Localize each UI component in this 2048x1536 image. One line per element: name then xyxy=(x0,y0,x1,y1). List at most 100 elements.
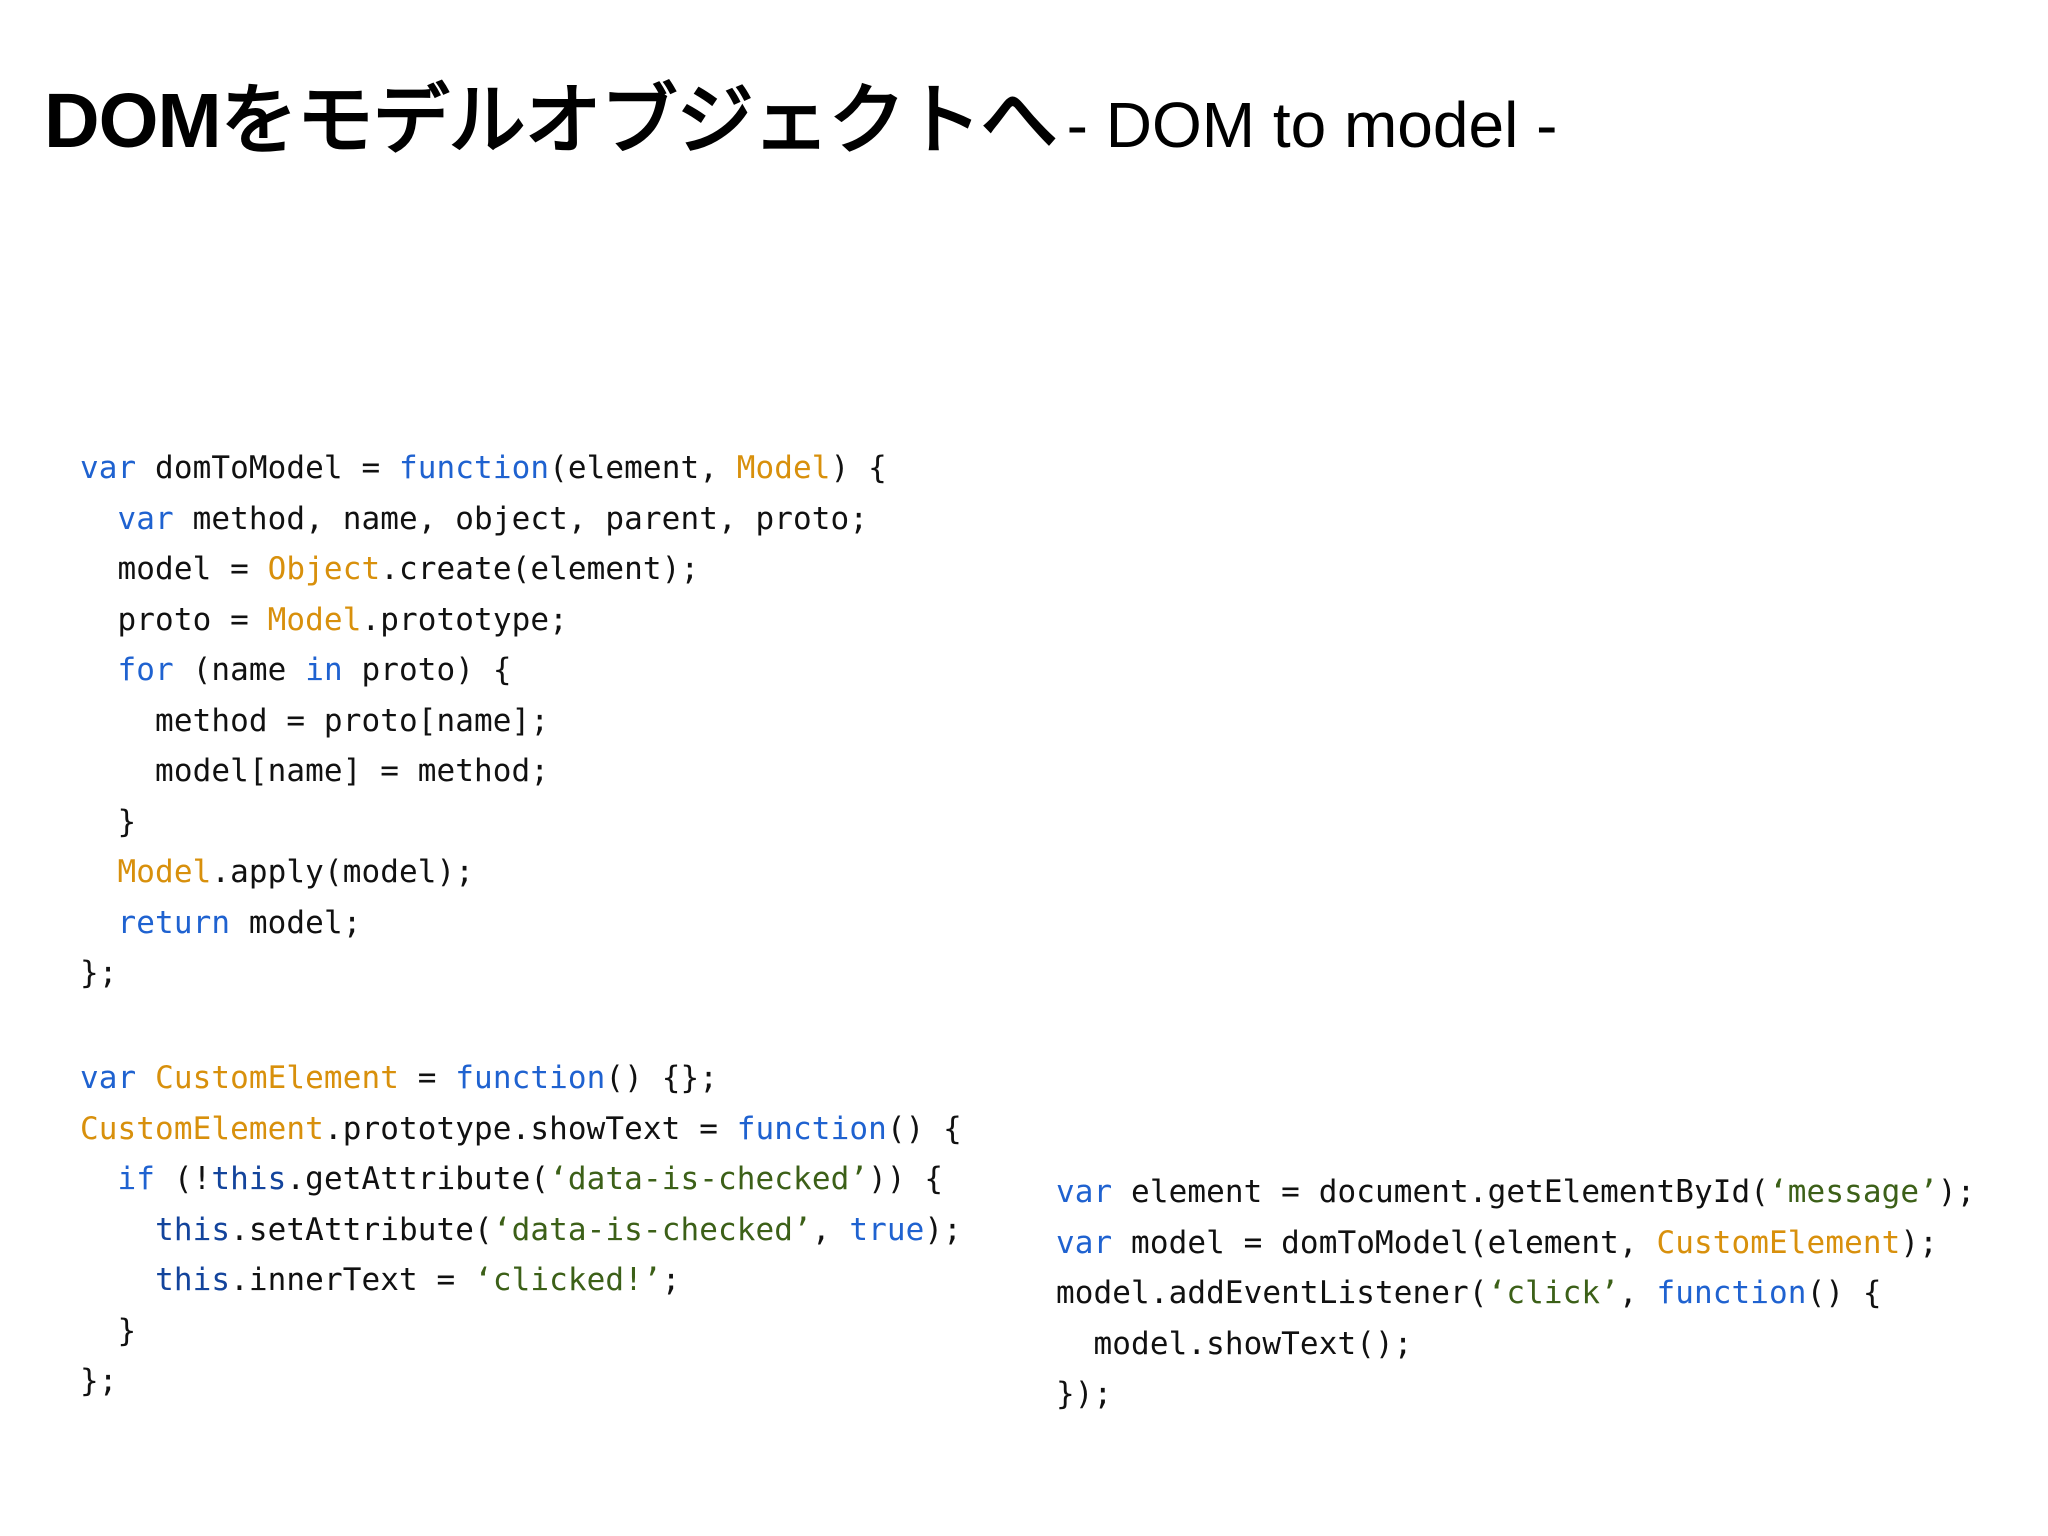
code-token xyxy=(80,905,118,941)
code-token xyxy=(80,1161,118,1197)
code-token: CustomElement xyxy=(1656,1224,1901,1261)
code-token: if xyxy=(117,1161,156,1197)
code-token: model[name] = method; xyxy=(80,753,550,789)
code-token: method = proto[name]; xyxy=(80,702,550,739)
code-token: function xyxy=(399,450,550,486)
code-token: model = xyxy=(80,551,268,587)
code-line: if (!this.getAttribute(‘data-is-checked’… xyxy=(80,1154,962,1205)
code-token: .create(element); xyxy=(380,551,700,587)
code-line: CustomElement.prototype.showText = funct… xyxy=(80,1104,962,1155)
code-line: model = Object.create(element); xyxy=(80,544,887,595)
code-token: ‘click’ xyxy=(1487,1275,1619,1311)
code-token: (name xyxy=(173,652,306,688)
page-title: DOMをモデルオブジェクトへ- DOM to model - xyxy=(44,83,1557,160)
code-token: model.addEventListener( xyxy=(1056,1275,1488,1311)
code-token: model = domToModel(element, xyxy=(1112,1224,1657,1261)
code-token xyxy=(80,1212,155,1248)
code-line: model.showText(); xyxy=(1056,1319,1975,1370)
code-line: } xyxy=(80,797,887,848)
code-token: true xyxy=(849,1211,925,1248)
code-token: }; xyxy=(80,955,118,991)
code-line: }; xyxy=(80,1356,962,1407)
code-line: var model = domToModel(element, CustomEl… xyxy=(1056,1218,1975,1269)
code-token: .setAttribute( xyxy=(230,1211,493,1248)
code-token: } xyxy=(80,1312,137,1349)
code-token: domToModel = xyxy=(136,450,399,486)
code-token: ‘clicked!’ xyxy=(474,1262,662,1298)
code-token: ) { xyxy=(830,450,887,486)
code-token: var xyxy=(117,500,174,537)
code-block-usage: var element = document.getElementById(‘m… xyxy=(1056,1167,1975,1420)
code-token: proto) { xyxy=(342,652,512,688)
code-token: .getAttribute( xyxy=(286,1161,550,1197)
code-token: .prototype.showText = xyxy=(323,1110,737,1147)
code-token: .innerText = xyxy=(230,1262,475,1298)
code-token xyxy=(136,1060,155,1096)
code-token: method, name, object, parent, proto; xyxy=(173,500,869,537)
code-block-custom-element: var CustomElement = function() {};Custom… xyxy=(80,1053,962,1407)
code-line: } xyxy=(80,1306,962,1357)
code-token: (! xyxy=(155,1161,212,1197)
code-token: (element, xyxy=(549,450,737,486)
code-line: this.setAttribute(‘data-is-checked’, tru… xyxy=(80,1205,962,1256)
code-token: ‘data-is-checked’ xyxy=(549,1161,869,1197)
code-token: = xyxy=(399,1060,456,1096)
code-token: var xyxy=(80,1060,137,1096)
code-token: CustomElement xyxy=(155,1060,399,1096)
code-line: var domToModel = function(element, Model… xyxy=(80,443,887,494)
code-token xyxy=(80,1262,155,1298)
code-token: function xyxy=(1656,1275,1807,1311)
code-token: ‘data-is-checked’ xyxy=(492,1211,812,1248)
code-token: Model xyxy=(736,450,831,486)
code-token: ); xyxy=(1900,1224,1938,1261)
code-line: var CustomElement = function() {}; xyxy=(80,1053,962,1104)
code-line: this.innerText = ‘clicked!’; xyxy=(80,1255,962,1306)
code-token: return xyxy=(117,904,231,941)
code-token: model.showText(); xyxy=(1056,1325,1413,1362)
code-token: )) { xyxy=(868,1161,944,1197)
code-token: var xyxy=(80,450,137,486)
code-line: for (name in proto) { xyxy=(80,645,887,696)
code-token: () { xyxy=(1806,1275,1882,1311)
code-token: function xyxy=(455,1060,606,1096)
code-token: }); xyxy=(1056,1376,1113,1412)
code-line: model.addEventListener(‘click’, function… xyxy=(1056,1268,1975,1319)
code-token: .prototype; xyxy=(361,601,568,638)
code-token: } xyxy=(80,803,137,840)
code-line: proto = Model.prototype; xyxy=(80,595,887,646)
code-line: method = proto[name]; xyxy=(80,696,887,747)
code-line: var method, name, object, parent, proto; xyxy=(80,494,887,545)
code-token xyxy=(80,501,118,537)
code-token: var xyxy=(1056,1174,1113,1210)
code-line: var element = document.getElementById(‘m… xyxy=(1056,1167,1975,1218)
code-line: Model.apply(model); xyxy=(80,847,887,898)
code-token: model; xyxy=(230,904,362,941)
code-token: , xyxy=(811,1211,850,1248)
code-token: proto = xyxy=(80,601,268,638)
code-token: }; xyxy=(80,1363,118,1399)
code-token: this xyxy=(211,1161,287,1197)
code-token: ; xyxy=(661,1262,681,1298)
code-block-dom-to-model: var domToModel = function(element, Model… xyxy=(80,443,887,999)
code-token: in xyxy=(305,652,343,688)
code-token: Model xyxy=(117,854,212,890)
code-line: }; xyxy=(80,948,887,999)
code-token: , xyxy=(1618,1275,1657,1311)
code-token: () {}; xyxy=(605,1060,718,1096)
code-token: CustomElement xyxy=(80,1110,324,1147)
code-token xyxy=(80,652,118,688)
code-token: .apply(model); xyxy=(211,854,475,890)
code-token: ‘message’ xyxy=(1769,1174,1938,1210)
code-token: function xyxy=(736,1110,887,1147)
code-token: () { xyxy=(886,1110,962,1147)
page-title-japanese: DOMをモデルオブジェクトへ xyxy=(44,78,1058,165)
code-token xyxy=(80,854,118,890)
page-title-english: - DOM to model - xyxy=(1066,89,1558,162)
code-token: this xyxy=(155,1211,231,1248)
code-token: element = document.getElementById( xyxy=(1112,1174,1770,1210)
code-token: Model xyxy=(267,601,362,638)
code-line: return model; xyxy=(80,898,887,949)
code-token: var xyxy=(1056,1224,1113,1261)
code-line: model[name] = method; xyxy=(80,746,887,797)
code-line: }); xyxy=(1056,1369,1975,1420)
